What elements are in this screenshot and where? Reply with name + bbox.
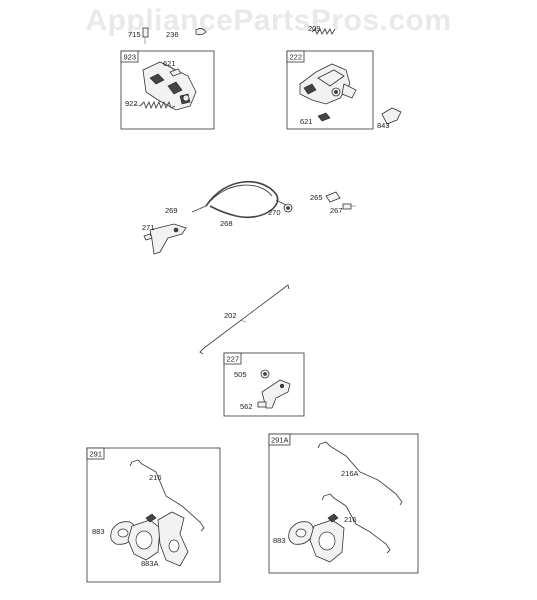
- label-883-a: 883: [92, 527, 105, 536]
- part-267-screw: [342, 203, 356, 210]
- label-216-b: 216: [344, 515, 357, 524]
- label-268: 268: [220, 219, 233, 228]
- label-291A: 291A: [271, 436, 289, 445]
- label-621-a: 621: [163, 59, 176, 68]
- label-883A: 883A: [141, 559, 159, 568]
- box-291: 291: [86, 447, 221, 583]
- label-216A: 216A: [341, 469, 359, 478]
- label-715: 715: [128, 30, 141, 39]
- label-269: 269: [165, 206, 178, 215]
- label-621-b: 621: [300, 117, 313, 126]
- part-843-plate: [381, 107, 402, 125]
- label-883-b: 883: [273, 536, 286, 545]
- label-562: 562: [240, 402, 253, 411]
- label-922: 922: [125, 99, 138, 108]
- label-843: 843: [377, 121, 390, 130]
- box-227: 227: [223, 352, 305, 417]
- label-209: 209: [308, 24, 321, 33]
- part-202-link: [199, 284, 290, 355]
- label-202: 202: [224, 311, 237, 320]
- box-923: 923: [120, 50, 215, 130]
- label-227: 227: [227, 355, 240, 364]
- part-236-clip: [195, 28, 207, 36]
- label-270: 270: [268, 208, 281, 217]
- part-271-lever: [143, 223, 187, 255]
- label-271: 271: [142, 223, 155, 232]
- box-291A: 291A: [268, 433, 419, 574]
- label-505: 505: [234, 370, 247, 379]
- label-923: 923: [124, 53, 137, 62]
- label-291: 291: [90, 450, 103, 459]
- label-222: 222: [290, 53, 303, 62]
- label-236: 236: [166, 30, 179, 39]
- part-265-clamp: [325, 191, 341, 203]
- part-715-screw: [142, 27, 149, 44]
- part-270-nut: [283, 203, 293, 213]
- box-222: 222: [286, 50, 374, 130]
- label-267: 267: [330, 206, 343, 215]
- part-209-spring: [311, 27, 336, 36]
- label-216-a: 216: [149, 473, 162, 482]
- label-265: 265: [310, 193, 323, 202]
